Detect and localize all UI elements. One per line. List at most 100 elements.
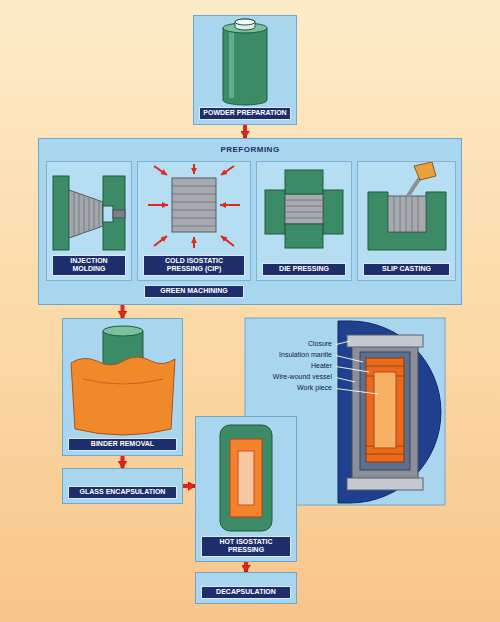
process-panel: DECAPSULATION (195, 572, 297, 604)
callout-label: Wire-wound vessel (250, 373, 332, 381)
slip-casting-illustration-part-part (406, 196, 407, 232)
group-title: PREFORMING (44, 143, 456, 155)
injection-mold-illustration-part-part (94, 198, 95, 229)
step-label: POWDER PREPARATION (199, 107, 291, 120)
leader-lines-part (336, 356, 363, 363)
flow-arrow (244, 562, 248, 572)
flow-arrow (183, 484, 195, 488)
step-label: HOT ISOSTATIC PRESSING (201, 536, 291, 558)
die-press-illustration-part (285, 170, 323, 194)
die-press-illustration-part (285, 194, 323, 224)
die-press-illustration-part (285, 200, 323, 218)
bottom-closure (347, 478, 423, 490)
binder-furnace-illustration-part (71, 357, 175, 435)
cip-illustration-part-part (193, 164, 195, 174)
slip-casting-illustration-part-part (412, 196, 413, 232)
leader-lines-part (336, 341, 350, 345)
preform-method-panel: DIE PRESSING (256, 161, 352, 281)
injection-mold-illustration-part-part (89, 197, 90, 231)
callout-label: Insulation mantle (250, 351, 332, 359)
step-label: BINDER REMOVAL (68, 438, 177, 451)
powder-container-illustration-part (229, 32, 234, 98)
step-label: GREEN MACHINING (148, 287, 240, 296)
work-piece (374, 372, 396, 448)
powder-container-illustration-part (223, 28, 267, 105)
step-label: COLD ISOSTATIC PRESSING (CIP) (143, 255, 245, 277)
slip-casting-illustration-part-part (394, 196, 395, 232)
callout-label: Work piece (250, 384, 332, 392)
preform-method-panel: SLIP CASTING (357, 161, 456, 281)
slip-casting-illustration-part-part (418, 196, 419, 232)
process-band: GREEN MACHINING (144, 285, 244, 298)
injection-mold-illustration-part-part (99, 200, 100, 228)
process-panel: POWDER PREPARATION (193, 15, 297, 125)
leader-lines (336, 341, 378, 394)
flow-arrow (121, 305, 125, 318)
process-panel: BINDER REMOVAL (62, 318, 183, 456)
injection-mold-illustration-part (69, 190, 103, 238)
callout-label: Heater (250, 362, 332, 370)
binder-furnace-illustration-part (103, 331, 143, 383)
cip-illustration-part-part (172, 186, 216, 187)
injection-mold-illustration-part-part (84, 195, 85, 233)
preform-method-panel: INJECTION MOLDING (46, 161, 132, 281)
callout-label: Closure (250, 340, 332, 348)
powder-container-illustration-part (223, 23, 267, 33)
heater (366, 358, 404, 462)
step-label: SLIP CASTING (363, 263, 450, 276)
injection-mold-illustration-part (74, 192, 99, 236)
cip-illustration-part (148, 164, 240, 248)
injection-mold-illustration-part (103, 206, 113, 222)
slip-casting-illustration-part (388, 196, 426, 232)
heater-windings-part (366, 454, 404, 455)
cip-illustration-part (172, 178, 216, 232)
heater-windings (366, 366, 404, 454)
process-panel: GLASS ENCAPSULATION (62, 468, 183, 504)
cip-illustration-part-part (154, 236, 167, 246)
group-panel: PREFORMING INJECTION MOLDING COLD ISOSTA… (38, 138, 462, 305)
process-panel: HOT ISOSTATIC PRESSING (195, 416, 297, 562)
slip-casting-illustration-part (368, 192, 446, 250)
cip-illustration-part-part (221, 236, 234, 246)
injection-mold-illustration-part-part (79, 193, 80, 234)
wire-wound-vessel (352, 345, 418, 480)
binder-furnace-illustration-part (103, 326, 143, 336)
cip-illustration-part-part (172, 226, 216, 227)
injection-mold-illustration-part (53, 176, 69, 250)
powder-container-illustration-part (235, 19, 255, 30)
step-label: DECAPSULATION (201, 586, 291, 599)
top-closure (347, 335, 423, 347)
binder-furnace-illustration-part (83, 379, 163, 384)
step-label: INJECTION MOLDING (52, 255, 126, 277)
powder-container-illustration-part (235, 19, 255, 25)
cip-illustration-part-part (172, 210, 216, 211)
slip-casting-illustration-part (408, 178, 420, 196)
slip-casting-illustration-part-part (400, 196, 401, 232)
injection-mold-illustration-part (113, 210, 125, 218)
flow-arrow (243, 125, 247, 138)
cip-illustration-part-part (193, 237, 195, 248)
step-label: DIE PRESSING (262, 263, 346, 276)
hip-capsule-illustration-part (238, 451, 254, 505)
die-press-illustration-part (265, 190, 285, 234)
leader-lines-part (336, 389, 378, 395)
cip-illustration-part-part (172, 202, 216, 203)
leader-lines-part (336, 378, 355, 383)
die-press-illustration-part (323, 190, 343, 234)
cip-illustration-part (172, 186, 216, 226)
die-press-illustration-part-part (285, 206, 323, 207)
hip-capsule-illustration-part (220, 425, 272, 531)
cip-illustration-part-part (154, 166, 167, 175)
die-press-illustration-part-part (285, 212, 323, 213)
binder-furnace-illustration (63, 319, 182, 455)
slip-casting-illustration-part (414, 162, 436, 180)
die-press-illustration-part-part (285, 218, 323, 219)
die-press-illustration-part-part (285, 200, 323, 201)
flow-arrow (121, 456, 125, 468)
injection-mold-illustration-part-part (74, 192, 75, 236)
cip-illustration-part-part (220, 204, 240, 206)
cip-illustration-part-part (172, 194, 216, 195)
preform-method-panel: COLD ISOSTATIC PRESSING (CIP) (137, 161, 251, 281)
slip-casting-illustration-part (394, 196, 418, 232)
